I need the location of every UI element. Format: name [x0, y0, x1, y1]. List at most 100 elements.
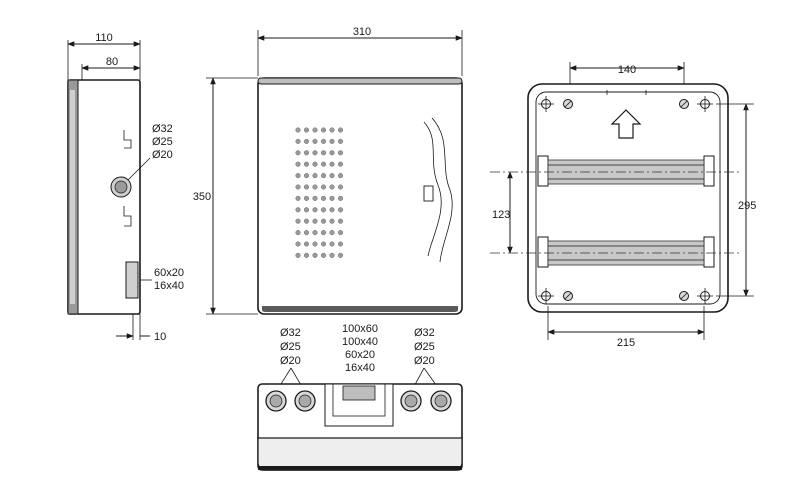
vent-hole — [295, 161, 301, 167]
vent-hole — [295, 230, 301, 236]
side-knockout-label-2: Ø25 — [152, 136, 173, 148]
vent-hole — [312, 173, 318, 179]
bottom-center-label-1: 100x60 — [342, 323, 378, 335]
vent-hole — [329, 230, 335, 236]
vent-hole — [321, 138, 327, 144]
up-arrow-icon — [610, 109, 642, 139]
side-view: 110 80 Ø32 Ø25 Ø20 60x20 16x40 10 — [67, 32, 184, 343]
din-rail-lower — [537, 236, 715, 268]
vent-hole — [304, 230, 310, 236]
bottom-knockout-2 — [294, 390, 316, 412]
bottom-view: Ø32 Ø25 Ø20 100x60 100x40 60x20 16x40 Ø3… — [257, 323, 463, 471]
vent-hole — [304, 127, 310, 133]
din-rail-upper — [537, 155, 715, 187]
vent-hole — [329, 195, 335, 201]
vent-hole — [304, 195, 310, 201]
side-knockout-leader — [127, 157, 151, 181]
bottom-left-label-3: Ø20 — [280, 355, 301, 367]
vent-hole — [329, 173, 335, 179]
vent-hole — [321, 218, 327, 224]
bottom-right-label-2: Ø25 — [414, 341, 435, 353]
side-slot-label-2: 16x40 — [154, 280, 184, 292]
vent-hole — [329, 184, 335, 190]
bottom-right-label-3: Ø20 — [414, 355, 435, 367]
vent-hole — [295, 150, 301, 156]
bottom-left-label-2: Ø25 — [280, 341, 301, 353]
mount-screw-top-right-icon — [697, 96, 713, 112]
bottom-knockout-4 — [430, 390, 452, 412]
screw-bottom-inner-left-icon — [563, 291, 573, 301]
vent-hole — [338, 241, 344, 247]
vent-hole — [304, 161, 310, 167]
vent-hole — [304, 150, 310, 156]
vent-hole — [304, 252, 310, 258]
bottom-center-label-2: 100x40 — [342, 336, 378, 348]
vent-hole — [338, 218, 344, 224]
vent-hole — [312, 252, 318, 258]
front-dim-height: 350 — [193, 191, 211, 203]
vent-hole — [304, 173, 310, 179]
bottom-knockout-1 — [265, 390, 287, 412]
side-slot — [125, 261, 139, 299]
vent-hole — [329, 207, 335, 213]
screw-top-inner-left-icon — [563, 99, 573, 109]
vent-hole — [321, 184, 327, 190]
vent-hole — [321, 161, 327, 167]
vent-hole — [329, 138, 335, 144]
vent-hole — [329, 252, 335, 258]
vent-hole — [321, 127, 327, 133]
vent-hole — [295, 138, 301, 144]
vent-hole — [295, 173, 301, 179]
vent-hole — [304, 207, 310, 213]
mount-screw-bottom-right-icon — [697, 288, 713, 304]
vent-hole — [312, 150, 318, 156]
side-dim-total-width: 110 — [95, 32, 113, 44]
back-dim-bottom: 215 — [617, 337, 635, 349]
vent-hole — [312, 161, 318, 167]
back-view: 140 — [490, 62, 756, 349]
vent-hole — [329, 127, 335, 133]
back-dim-top: 140 — [618, 64, 636, 76]
side-knockout-label-3: Ø20 — [152, 149, 173, 161]
vent-hole — [321, 195, 327, 201]
vent-hole — [295, 184, 301, 190]
side-notch-lower — [123, 206, 132, 227]
mount-screw-bottom-left-icon — [538, 288, 554, 304]
vent-hole — [312, 127, 318, 133]
vent-hole — [304, 184, 310, 190]
vent-hole — [295, 252, 301, 258]
vent-hole — [321, 230, 327, 236]
vent-hole — [304, 241, 310, 247]
vent-hole — [295, 218, 301, 224]
vent-hole — [338, 173, 344, 179]
side-slot-label-1: 60x20 — [154, 267, 184, 279]
screw-top-inner-right-icon — [679, 99, 689, 109]
vent-hole — [312, 207, 318, 213]
bottom-center-slot — [324, 383, 394, 427]
vent-hole — [338, 230, 344, 236]
vent-hole — [312, 218, 318, 224]
side-notch-upper — [123, 130, 132, 149]
front-latch — [423, 185, 434, 202]
vent-hole — [338, 195, 344, 201]
bottom-center-label-4: 16x40 — [345, 362, 375, 374]
vent-hole — [295, 207, 301, 213]
vent-hole — [312, 230, 318, 236]
vent-hole — [329, 150, 335, 156]
vent-hole — [312, 184, 318, 190]
ventilation-grid — [295, 127, 344, 258]
vent-hole — [312, 138, 318, 144]
vent-hole — [338, 127, 344, 133]
mount-screw-top-left-icon — [538, 96, 554, 112]
vent-hole — [338, 150, 344, 156]
vent-hole — [329, 161, 335, 167]
vent-hole — [321, 241, 327, 247]
vent-hole — [338, 138, 344, 144]
vent-hole — [338, 252, 344, 258]
vent-hole — [304, 138, 310, 144]
vent-hole — [312, 241, 318, 247]
vent-hole — [329, 218, 335, 224]
vent-hole — [295, 195, 301, 201]
vent-hole — [321, 207, 327, 213]
